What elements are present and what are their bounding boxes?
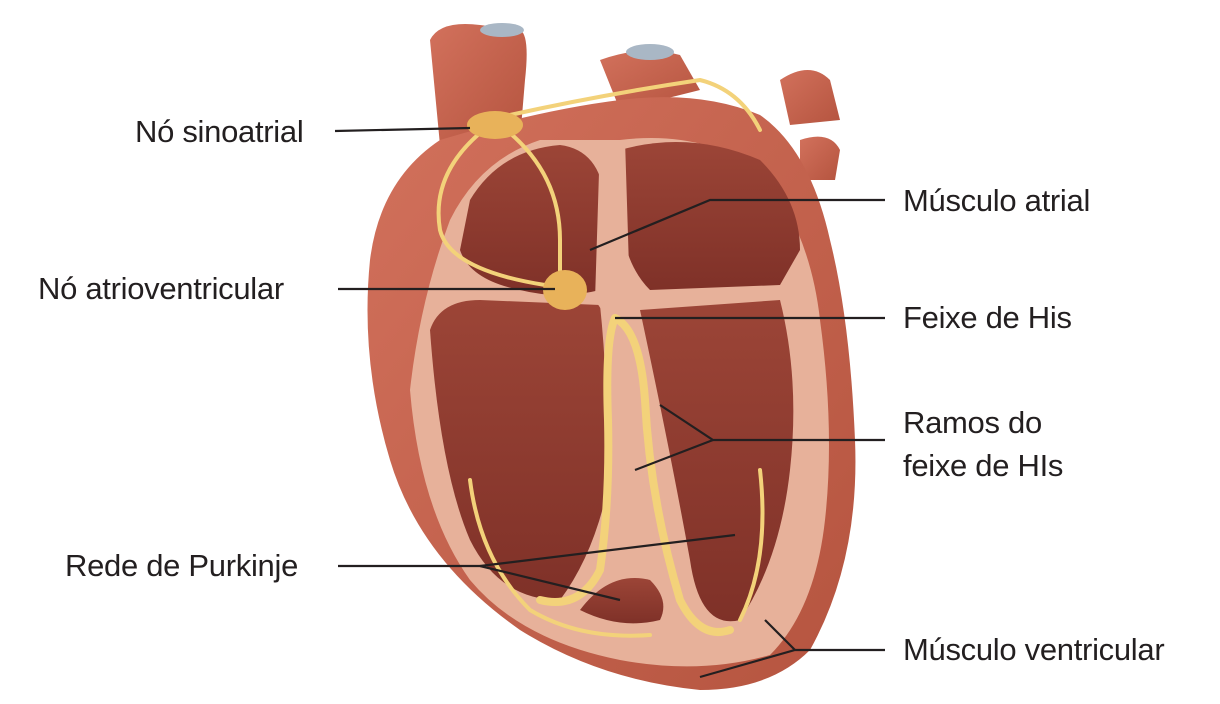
label-his-branches-line1: Ramos do: [903, 405, 1042, 440]
internodal-pathway: [436, 123, 547, 287]
label-atrioventricular-node: Nó atrioventricular: [38, 271, 284, 306]
left-ventricle: [640, 300, 794, 622]
label-his-bundle: Feixe de His: [903, 300, 1072, 335]
pulmonary-artery: [600, 51, 700, 110]
leader-ventricular-muscle-2: [764, 619, 796, 651]
left-atrium: [620, 142, 800, 290]
apex-chamber: [580, 578, 664, 624]
leader-purkinje-2: [479, 533, 736, 568]
leader-his-branches-2: [634, 438, 714, 472]
leader-atrial-muscle: [589, 198, 885, 252]
label-his-branches-line2: feixe de HIs: [903, 448, 1064, 483]
aorta-opening: [480, 23, 524, 37]
right-atrium: [460, 145, 605, 295]
leader-sinoatrial: [334, 126, 471, 133]
sinoatrial-node: [467, 111, 523, 139]
pulmonary-vein-upper: [780, 70, 840, 125]
bachmann-bundle: [508, 77, 762, 132]
his-bundle-right: [536, 314, 619, 606]
pulmonary-vein-lower: [800, 136, 840, 180]
label-ventricular-muscle: Músculo ventricular: [903, 632, 1165, 667]
conduction-system: [436, 77, 765, 638]
internodal-pathway-2: [498, 123, 562, 287]
atrioventricular-node: [543, 270, 587, 310]
label-purkinje-network: Rede de Purkinje: [65, 548, 299, 583]
label-atrial-muscle: Músculo atrial: [903, 183, 1091, 218]
right-ventricle: [430, 300, 607, 600]
pulmonary-opening: [626, 44, 674, 60]
septum: [595, 140, 630, 330]
purkinje-fibers-right: [738, 468, 765, 622]
label-sinoatrial-node: Nó sinoatrial: [135, 114, 304, 149]
purkinje-fibers-left: [468, 478, 652, 638]
his-bundle-left: [611, 314, 734, 636]
leader-lines: [334, 126, 885, 679]
